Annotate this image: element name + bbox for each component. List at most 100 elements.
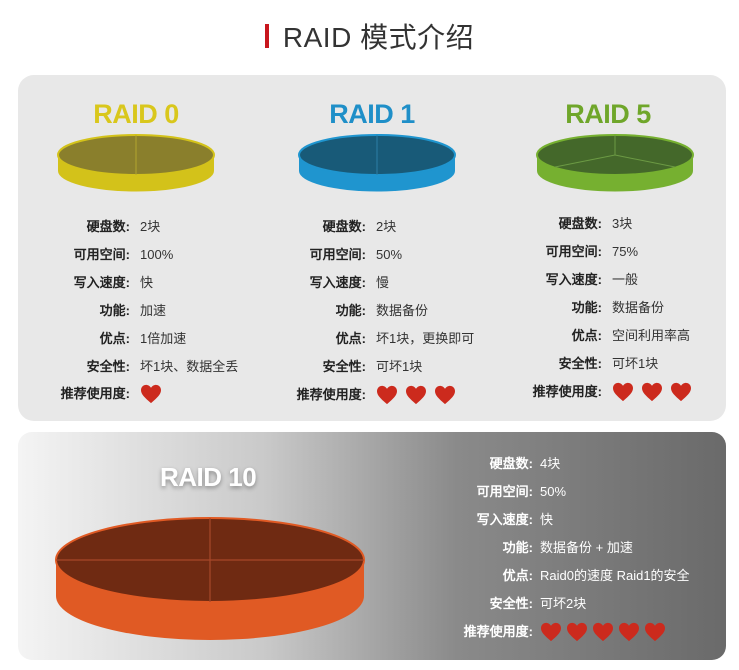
detail-row: 安全性: 可坏1块: [490, 354, 726, 374]
detail-label: 硬盘数:: [489, 456, 533, 471]
raid10-title: RAID 10: [160, 462, 257, 492]
detail-value: 加速: [140, 303, 167, 318]
raid5-column: RAID 5 硬盘数: 3块 可用空间: 75% 写入速度: 一般 功能:数据备份 优…: [490, 75, 726, 421]
detail-label: 功能:: [99, 303, 130, 318]
detail-value: 可坏1块: [612, 356, 659, 371]
detail-row: 优点: 1倍加速: [18, 329, 254, 349]
detail-row: 可用空间: 75%: [490, 242, 726, 262]
detail-label: 可用空间:: [476, 484, 533, 499]
detail-row: 硬盘数: 2块: [18, 217, 254, 237]
detail-value: 数据备份 + 加速: [540, 540, 633, 555]
heart-icon: [567, 622, 587, 642]
detail-label: 优点:: [335, 331, 366, 346]
recommend-rating: [140, 384, 162, 404]
detail-value: 一般: [612, 272, 639, 287]
detail-row: 可用空间: 100%: [18, 245, 254, 265]
detail-label: 安全性:: [322, 359, 366, 374]
title-accent-bar: [264, 24, 269, 48]
detail-label: 硬盘数:: [558, 216, 602, 231]
detail-label: 硬盘数:: [322, 219, 366, 234]
detail-value: 2块: [140, 219, 161, 234]
detail-row: 安全性: 可坏2块: [418, 594, 718, 614]
recommend-row: 推荐使用度:: [418, 622, 718, 642]
detail-value: 快: [140, 275, 154, 290]
recommend-row: 推荐使用度:: [18, 384, 254, 404]
detail-value: 4块: [540, 456, 561, 471]
heart-icon: [541, 622, 561, 642]
detail-row: 可用空间: 50%: [418, 482, 718, 502]
detail-value: 快: [540, 512, 554, 527]
heart-icon: [642, 382, 662, 402]
page-header: RAID 模式介绍: [0, 14, 739, 58]
heart-icon: [671, 382, 691, 402]
detail-row: 写入速度: 一般: [490, 270, 726, 290]
detail-value: 75%: [612, 244, 639, 259]
detail-label: 安全性:: [489, 596, 533, 611]
detail-row: 硬盘数: 4块: [418, 454, 718, 474]
detail-value: 坏1块、数据全丢: [140, 359, 239, 374]
recommend-row: 推荐使用度:: [254, 385, 490, 405]
heart-icon: [141, 384, 161, 404]
recommend-label: 推荐使用度:: [60, 386, 130, 401]
detail-row: 功能: 数据备份: [254, 301, 490, 321]
raid10-panel: RAID 10 硬盘数: 4块 可用空间: 50% 写入速度:快 功能: 数据备份 +…: [18, 432, 726, 660]
heart-icon: [645, 622, 665, 642]
recommend-label: 推荐使用度:: [463, 624, 533, 639]
detail-label: 安全性:: [558, 356, 602, 371]
heart-icon: [613, 382, 633, 402]
page-title: RAID 模式介绍: [282, 22, 475, 53]
detail-label: 优点:: [571, 328, 602, 343]
detail-label: 硬盘数:: [86, 219, 130, 234]
raid-comparison-panel: RAID 0 硬盘数: 2块 可用空间: 100% 写入速度: 快 功能: 加速 优点:…: [18, 75, 726, 421]
detail-row: 功能:数据备份: [490, 298, 726, 318]
detail-row: 功能: 加速: [18, 301, 254, 321]
detail-value: 2块: [376, 219, 397, 234]
recommend-rating: [376, 385, 456, 405]
heart-icon: [619, 622, 639, 642]
detail-label: 可用空间:: [73, 247, 130, 262]
detail-row: 优点: 空间利用率高: [490, 326, 726, 346]
detail-row: 硬盘数: 3块: [490, 214, 726, 234]
detail-label: 写入速度:: [545, 272, 602, 287]
detail-label: 可用空间:: [545, 244, 602, 259]
heart-icon: [435, 385, 455, 405]
detail-value: 1倍加速: [140, 331, 187, 346]
raid0-disk-icon: [57, 134, 215, 192]
detail-label: 写入速度:: [309, 275, 366, 290]
recommend-label: 推荐使用度:: [532, 384, 602, 399]
detail-value: 坏1块，更换即可: [376, 331, 475, 346]
raid1-column: RAID 1 硬盘数:2块 可用空间:50% 写入速度:慢 功能:数据备份 优点…: [254, 75, 490, 421]
detail-row: 优点: Raid0的速度 Raid1的安全: [418, 566, 718, 586]
raid1-title: RAID 1: [329, 99, 415, 129]
detail-row: 写入速度: 快: [18, 273, 254, 293]
detail-value: 100%: [140, 247, 174, 262]
detail-label: 优点:: [502, 568, 533, 583]
detail-row: 硬盘数: 2块: [254, 217, 490, 237]
detail-row: 优点: 坏1块，更换即可: [254, 329, 490, 349]
detail-row: 功能: 数据备份 + 加速: [418, 538, 718, 558]
detail-row: 可用空间:50%: [254, 245, 490, 265]
detail-value: 数据备份: [612, 300, 665, 315]
raid0-title: RAID 0: [93, 99, 179, 129]
detail-row: 安全性: 坏1块、数据全丢: [18, 357, 254, 377]
detail-row: 写入速度:快: [418, 510, 718, 530]
recommend-label: 推荐使用度:: [296, 387, 366, 402]
detail-label: 功能:: [502, 540, 533, 555]
detail-label: 优点:: [99, 331, 130, 346]
detail-value: 可坏2块: [540, 596, 587, 611]
detail-label: 写入速度:: [73, 275, 130, 290]
recommend-row: 推荐使用度:: [490, 382, 726, 402]
detail-label: 功能:: [335, 303, 366, 318]
detail-value: 数据备份: [376, 303, 429, 318]
detail-value: 50%: [540, 484, 567, 499]
detail-label: 安全性:: [86, 359, 130, 374]
detail-value: 可坏1块: [376, 359, 423, 374]
raid5-title: RAID 5: [565, 99, 651, 129]
detail-value: 3块: [612, 216, 633, 231]
detail-value: 50%: [376, 247, 403, 262]
detail-value: 空间利用率高: [612, 328, 691, 343]
raid10-disk-icon: [55, 517, 365, 640]
raid1-disk-icon: [298, 134, 456, 192]
recommend-rating: [612, 382, 692, 402]
detail-value: Raid0的速度 Raid1的安全: [540, 568, 690, 583]
